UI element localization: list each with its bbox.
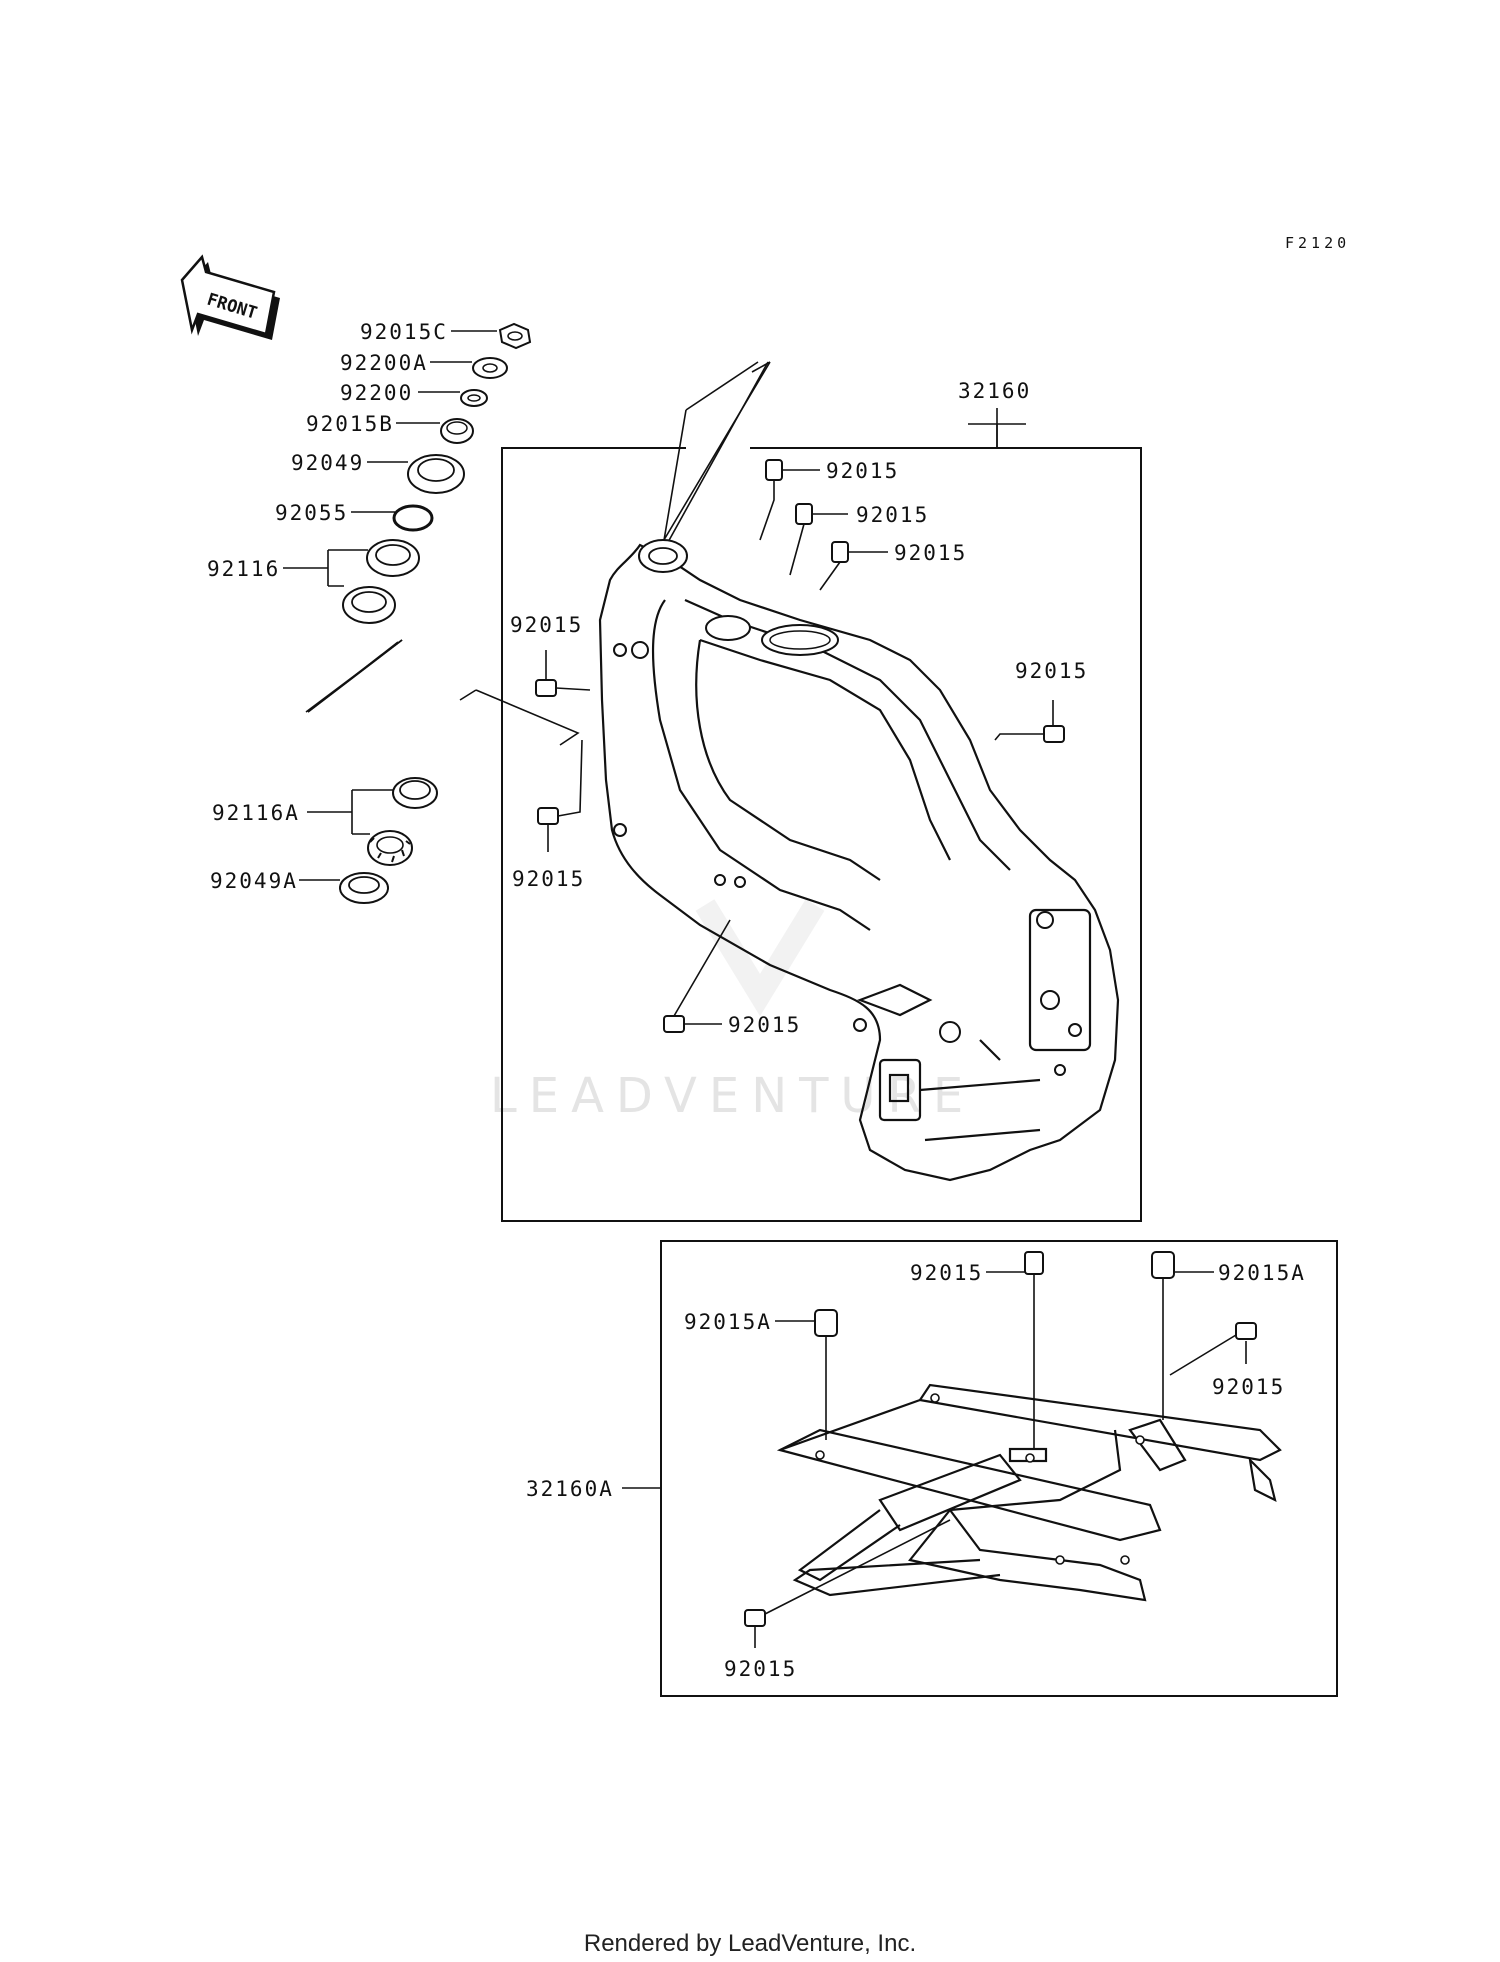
oring-92055-icon [392, 504, 434, 532]
callout-92049A: 92049A [210, 869, 298, 893]
bearing-roller-icon [367, 830, 413, 866]
frame-bushing-leaders [545, 469, 1054, 1025]
callout-92015-f5: 92015 [1015, 659, 1088, 683]
bushing-s1-icon [1024, 1251, 1044, 1275]
washer-92200-icon [460, 389, 488, 407]
bushing-f7-icon [663, 1015, 685, 1033]
washer-92200A-icon [472, 357, 508, 379]
bushing-f2-icon [795, 503, 813, 525]
main-frame-drawing [598, 539, 1120, 1182]
subframe-leaders [754, 1271, 1247, 1648]
figure-code: F2120 [1285, 234, 1350, 252]
bushing-f6-icon [537, 807, 559, 825]
watermark-logo [695, 899, 825, 1017]
bushing-s2-icon [1151, 1251, 1175, 1279]
callout-92015-f2: 92015 [856, 503, 929, 527]
callout-92015-f7: 92015 [728, 1013, 801, 1037]
bushing-f4-icon [535, 679, 557, 697]
steering-parts [305, 322, 532, 904]
callout-92015A-s2: 92015A [1218, 1261, 1306, 1285]
callout-92015-f6: 92015 [512, 867, 585, 891]
callout-92015-s1: 92015 [910, 1261, 983, 1285]
callout-92015-s5: 92015 [724, 1657, 797, 1681]
callout-92200A: 92200A [340, 351, 428, 375]
seal-92049-icon [407, 454, 465, 494]
callout-92015C: 92015C [360, 320, 448, 344]
watermark: LEADVENTURE [490, 1068, 975, 1124]
footer-credit: Rendered by LeadVenture, Inc. [584, 1930, 916, 1957]
bushing-s5-icon [744, 1609, 766, 1627]
subframe-bushings [744, 1251, 1257, 1627]
front-arrow-icon: FRONT [180, 254, 280, 340]
bushing-f3-icon [831, 541, 849, 563]
callout-32160A: 32160A [526, 1477, 614, 1501]
callout-92015-f4: 92015 [510, 613, 583, 637]
bushing-f1-icon [765, 459, 783, 481]
frame-box-32160 [501, 447, 1142, 1222]
subframe-box-32160A [660, 1240, 1338, 1697]
nut-92015C-icon [498, 322, 532, 350]
bushing-s3-icon [814, 1309, 838, 1337]
callout-92015A-s3: 92015A [684, 1310, 772, 1334]
bushing-s4-icon [1235, 1322, 1257, 1340]
callout-32160: 32160 [958, 379, 1031, 403]
callout-92200: 92200 [340, 381, 413, 405]
bushing-f5-icon [1043, 725, 1065, 743]
callout-92116A: 92116A [212, 801, 300, 825]
callout-92015-f1: 92015 [826, 459, 899, 483]
steering-leaders [283, 330, 497, 881]
callout-92015-s4: 92015 [1212, 1375, 1285, 1399]
subframe-drawing [776, 1383, 1282, 1602]
race-92116A-icon [392, 777, 438, 809]
callout-92049: 92049 [291, 451, 364, 475]
callout-92015B: 92015B [306, 412, 394, 436]
callout-92015-f3: 92015 [894, 541, 967, 565]
callout-92055: 92055 [275, 501, 348, 525]
callout-92116: 92116 [207, 557, 280, 581]
